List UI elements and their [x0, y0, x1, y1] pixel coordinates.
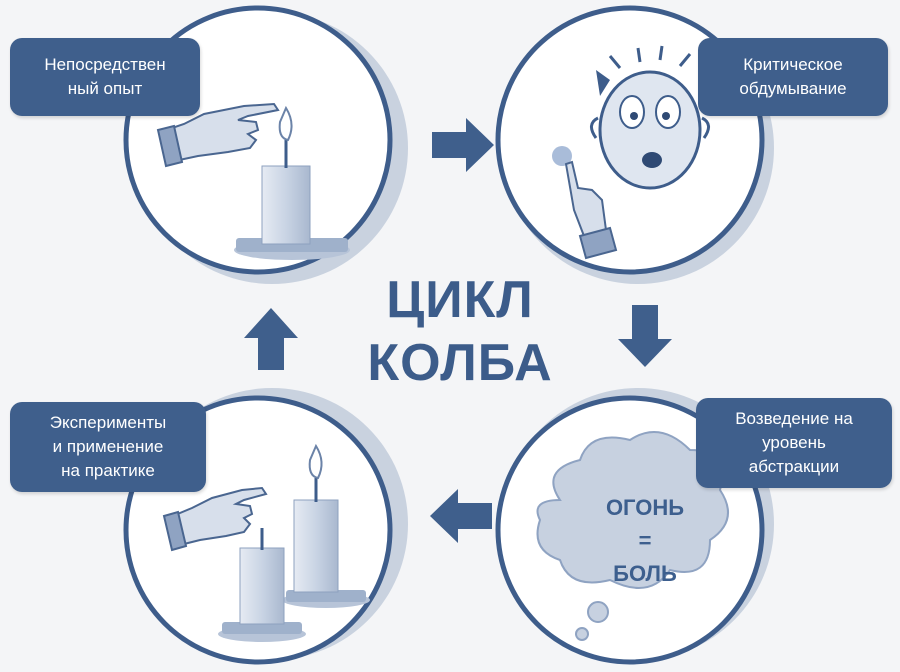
arrow-down-icon [618, 305, 672, 367]
diagram-title-line-1: ЦИКЛ [386, 271, 534, 329]
cloud-text-line-3: БОЛЬ [613, 561, 677, 586]
surprised-face-icon [590, 45, 710, 190]
diagram-title-line-2: КОЛБА [367, 334, 553, 392]
arrow-left-icon [430, 489, 492, 543]
stage-label-abstraction: Возведение на уровень абстракции [696, 398, 892, 488]
pointing-hand-icon [156, 102, 280, 168]
arrow-right-icon [432, 118, 494, 172]
candle-icon [234, 105, 350, 260]
stage-label-direct-experience: Непосредствен ный опыт [10, 38, 200, 116]
two-candles-icon [218, 443, 370, 642]
arrow-up-icon [244, 308, 298, 370]
burned-finger-icon [552, 146, 618, 260]
stage-label-experimentation: Эксперименты и применение на практике [10, 402, 206, 492]
cloud-text-line-1: ОГОНЬ [605, 495, 685, 520]
pointing-hand-icon-2 [162, 486, 268, 552]
stage-label-critical-reflection: Критическое обдумывание [698, 38, 888, 116]
thought-cloud-icon [536, 431, 729, 641]
cloud-text-line-2: = [638, 528, 652, 553]
